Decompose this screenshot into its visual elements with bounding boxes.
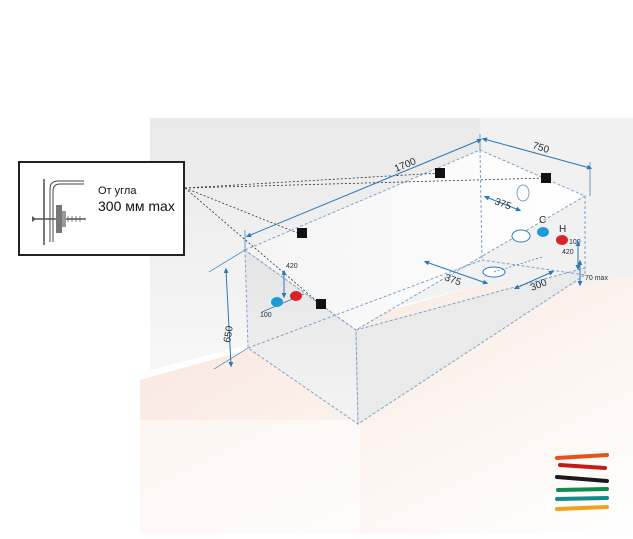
hot-water-outlet-right [556, 235, 568, 245]
logo-stripe [555, 505, 609, 511]
tub-side-floor-edge [481, 259, 586, 276]
inset-caption-line1: От угла [98, 185, 137, 197]
dim-label-clearance: 70 max [585, 275, 608, 282]
floor-fade [140, 420, 360, 534]
tap-label-cold: C [539, 215, 546, 226]
dim-ext-height-a [208, 249, 246, 273]
logo-stripe [555, 475, 609, 483]
logo-stripe [555, 496, 609, 501]
wall-bracket-icon [32, 179, 86, 245]
dim-label-riser-left: 420 [286, 263, 298, 270]
wall-mount-detail-inset: От угла 300 мм max [18, 161, 185, 256]
overflow-drain [511, 229, 531, 243]
leader-line-2 [184, 187, 301, 235]
dim-line-drain-x [423, 260, 489, 285]
dim-line-height [223, 267, 234, 368]
logo-stripe [558, 463, 607, 470]
overflow-outline [516, 184, 530, 202]
logo-stripe [556, 487, 609, 492]
cold-water-outlet-right [537, 227, 549, 237]
dim-label-pipe-spacing-right: 100 [569, 239, 581, 246]
dim-label-width: 750 [531, 140, 551, 156]
dim-label-riser-right: 420 [562, 249, 574, 256]
cold-water-outlet-left [271, 297, 283, 307]
dim-label-height: 650 [222, 325, 236, 344]
logo-stripe [555, 453, 609, 460]
inset-caption-line2: 300 мм max [98, 197, 175, 214]
leader-line-4 [184, 187, 321, 305]
mount-bracket-4 [316, 299, 326, 309]
dim-ext-height-b [213, 347, 249, 370]
drain-axis [493, 256, 543, 273]
tap-label-hot: H [559, 224, 566, 235]
dim-line-drain-wall [483, 195, 522, 212]
tub-long-face [355, 267, 586, 425]
mount-bracket-3 [297, 228, 307, 238]
dim-line-drain-y [513, 271, 555, 289]
inset-caption: От угла 300 мм max [98, 185, 175, 214]
mount-bracket-2 [541, 173, 551, 183]
dim-line-length [245, 138, 483, 238]
brand-logo [555, 453, 609, 511]
dim-label-pipe-spacing-left: 100 [260, 312, 272, 319]
hot-water-outlet-left [290, 291, 302, 301]
tub-back-bottom-edge [247, 259, 483, 349]
dim-line-width [481, 137, 593, 170]
mount-bracket-1 [435, 168, 445, 178]
